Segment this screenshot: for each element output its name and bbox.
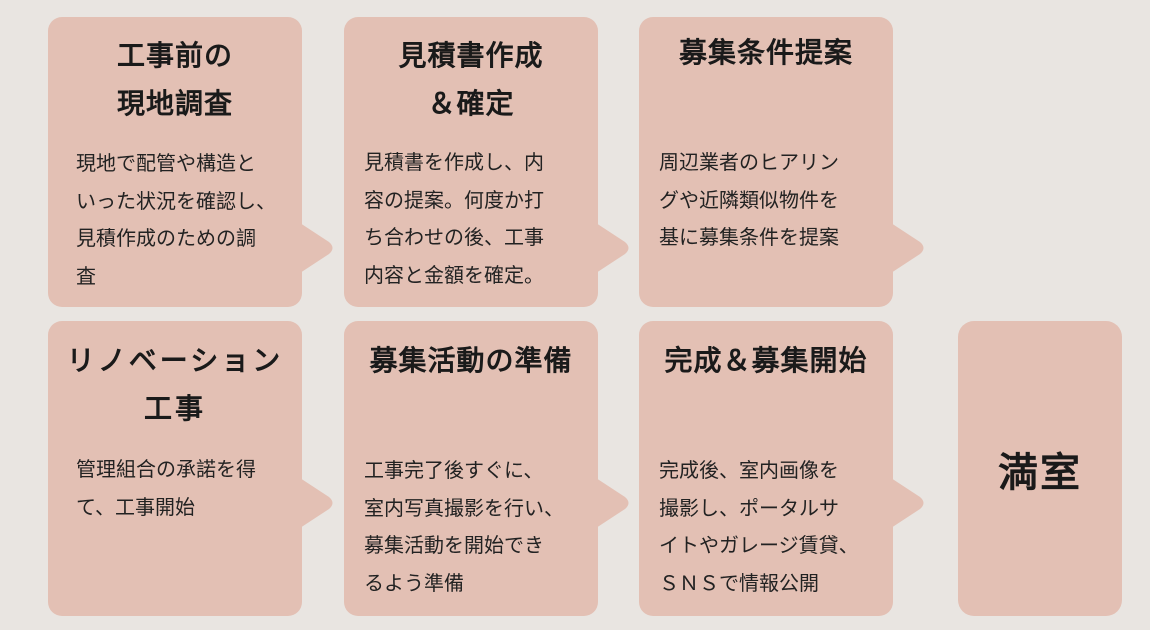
step-card-6: 完成＆募集開始 完成後、室内画像を 撮影し、ポータルサ イトやガレージ賃貸、 Ｓ… — [639, 321, 924, 616]
step-title: 完成＆募集開始 — [664, 344, 868, 377]
step-description: 管理組合の承諾を得 て、工事開始 — [76, 457, 256, 519]
step-description: 完成後、室内画像を 撮影し、ポータルサ イトやガレージ賃貸、 ＳＮＳで情報公開 — [659, 458, 859, 595]
step-title: 見積書作成 ＆確定 — [398, 39, 544, 120]
arrow-right-icon — [300, 223, 336, 273]
step-title: 募集条件提案 — [678, 36, 853, 69]
step-description: 現地で配管や構造と いった状況を確認し、 見積作成のための調 査 — [76, 151, 276, 288]
step-card-3: 募集条件提案 周辺業者のヒアリン グや近隣類似物件を 基に募集条件を提案 — [639, 17, 924, 307]
step-card-1: 工事前の 現地調査 現地で配管や構造と いった状況を確認し、 見積作成のための調… — [48, 17, 333, 307]
arrow-right-icon — [891, 478, 927, 528]
step-description: 工事完了後すぐに、 室内写真撮影を行い、 募集活動を開始でき るよう準備 — [364, 458, 564, 595]
step-description: 周辺業者のヒアリン グや近隣類似物件を 基に募集条件を提案 — [659, 150, 839, 249]
arrow-right-icon — [891, 223, 927, 273]
arrow-right-icon — [596, 478, 632, 528]
step-description: 見積書を作成し、内 容の提案。何度か打 ち合わせの後、工事 内容と金額を確定。 — [364, 150, 544, 287]
step-card-4: リノベーション 工事 管理組合の承諾を得 て、工事開始 — [48, 321, 333, 616]
step-title: 募集活動の準備 — [369, 344, 573, 377]
goal-label: 満室 — [998, 449, 1082, 496]
step-card-5: 募集活動の準備 工事完了後すぐに、 室内写真撮影を行い、 募集活動を開始でき る… — [344, 321, 629, 616]
step-title: リノベーション 工事 — [66, 344, 284, 425]
step-title: 工事前の 現地調査 — [116, 39, 233, 120]
goal-card: 満室 — [958, 321, 1122, 616]
step-card-2: 見積書作成 ＆確定 見積書を作成し、内 容の提案。何度か打 ち合わせの後、工事 … — [344, 17, 629, 307]
arrow-right-icon — [596, 223, 632, 273]
arrow-right-icon — [300, 478, 336, 528]
